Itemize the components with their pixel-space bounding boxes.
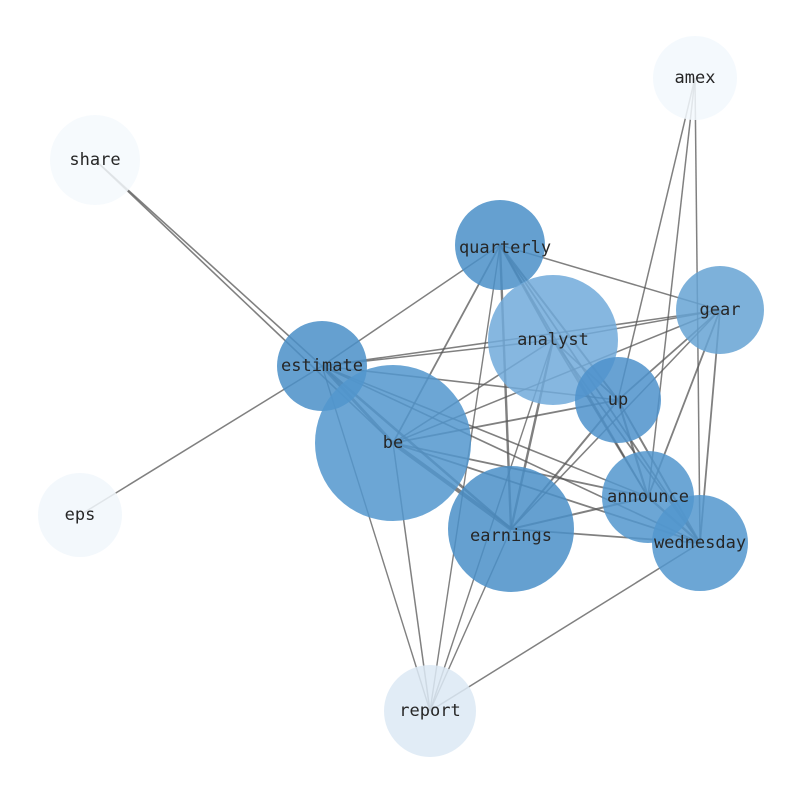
graph-node-wednesday[interactable] [652,495,748,591]
graph-node-amex[interactable] [653,36,737,120]
graph-edge [79,365,323,516]
graph-edge [647,77,696,498]
graph-node-eps[interactable] [38,473,122,557]
graph-node-earnings[interactable] [448,466,574,592]
graph-node-gear[interactable] [676,266,764,354]
nodes-layer [38,36,764,757]
graph-edge [429,244,501,712]
graph-node-quarterly[interactable] [455,200,545,290]
graph-node-share[interactable] [50,115,140,205]
graph-edge [617,77,696,401]
graph-edge [94,159,323,367]
graph-node-report[interactable] [384,665,476,757]
graph-edge [429,542,701,712]
graph-node-up[interactable] [575,357,661,443]
graph-node-be[interactable] [315,365,471,521]
